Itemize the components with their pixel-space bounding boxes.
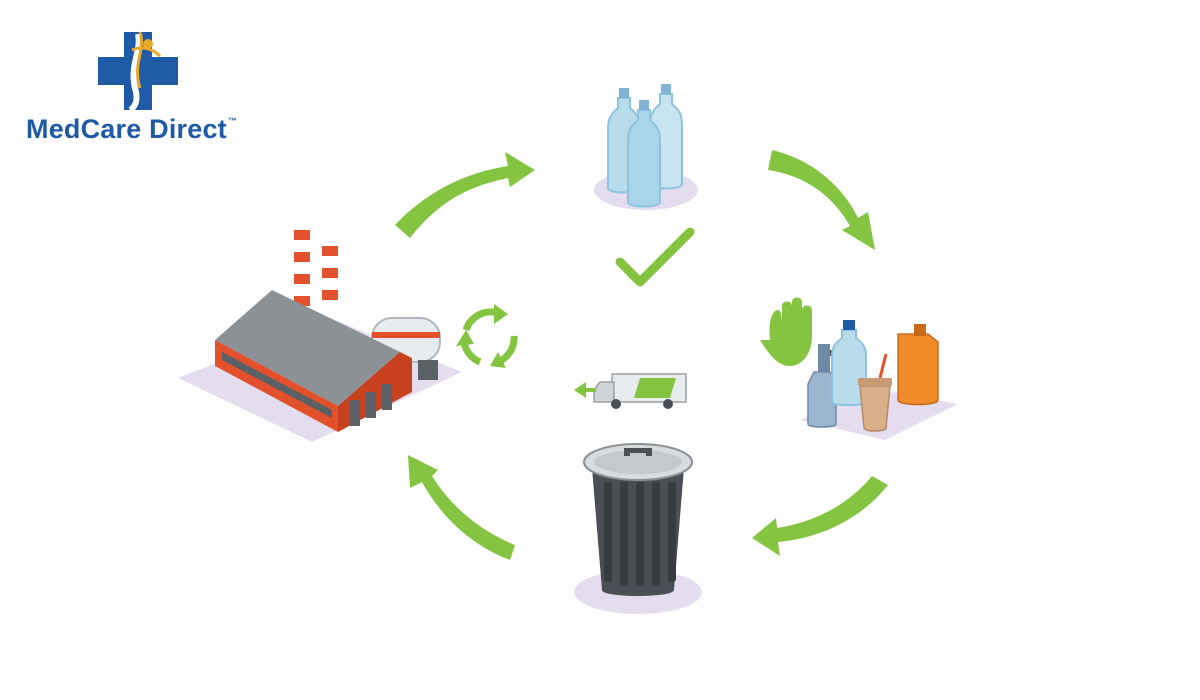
medical-cross-logo-icon: [98, 31, 178, 113]
arrow-factory-to-bottles-icon: [395, 152, 535, 238]
brand-name: MedCare Direct™: [26, 114, 238, 144]
factory-icon: [178, 222, 462, 442]
trash-can-icon: [574, 443, 702, 614]
small-arrow-left-icon: [574, 382, 596, 398]
arrow-products-to-trash-icon: [752, 476, 888, 556]
hand-stop-icon: [760, 297, 812, 366]
water-bottles-icon: [594, 84, 698, 210]
household-waste-icon: [760, 297, 958, 440]
arrow-bottles-to-products-icon: [768, 150, 875, 250]
brand-logo: MedCare Direct™: [20, 22, 280, 152]
recycle-symbol-icon: [456, 304, 518, 368]
arrow-trash-to-factory-icon: [408, 455, 515, 560]
garbage-truck-icon: [574, 373, 687, 409]
check-mark-icon: [615, 227, 695, 287]
